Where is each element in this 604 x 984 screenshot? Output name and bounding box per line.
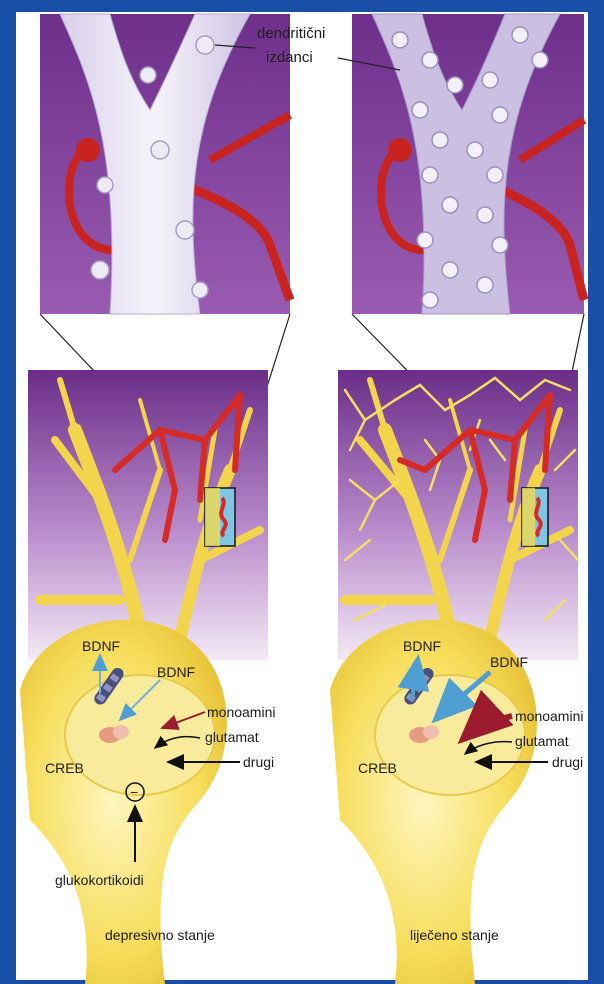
right-zoom-panel xyxy=(352,14,584,314)
left-label-other: drugi xyxy=(243,754,274,770)
right-label-monoamines: monoamini xyxy=(515,708,583,724)
left-label-glutamate: glutamat xyxy=(205,729,259,745)
label-dendritic-spines-1: dendritični xyxy=(257,25,325,42)
left-label-creb: CREB xyxy=(45,760,84,776)
left-label-bdnf-b: BDNF xyxy=(157,664,195,680)
left-label-glucocorticoids: glukokortikoidi xyxy=(55,872,144,888)
label-dendritic-spines-2: izdanci xyxy=(266,49,313,66)
left-zoom-panel xyxy=(40,14,290,314)
right-caption: liječeno stanje xyxy=(410,927,499,943)
left-caption: depresivno stanje xyxy=(105,927,215,943)
right-label-bdnf-a: BDNF xyxy=(403,638,441,654)
left-label-minus: − xyxy=(130,784,138,800)
right-label-other: drugi xyxy=(552,754,583,770)
right-label-bdnf-b: BDNF xyxy=(490,654,528,670)
right-label-glutamate: glutamat xyxy=(515,733,569,749)
left-label-monoamines: monoamini xyxy=(207,704,275,720)
right-label-creb: CREB xyxy=(358,760,397,776)
left-label-bdnf-a: BDNF xyxy=(82,638,120,654)
